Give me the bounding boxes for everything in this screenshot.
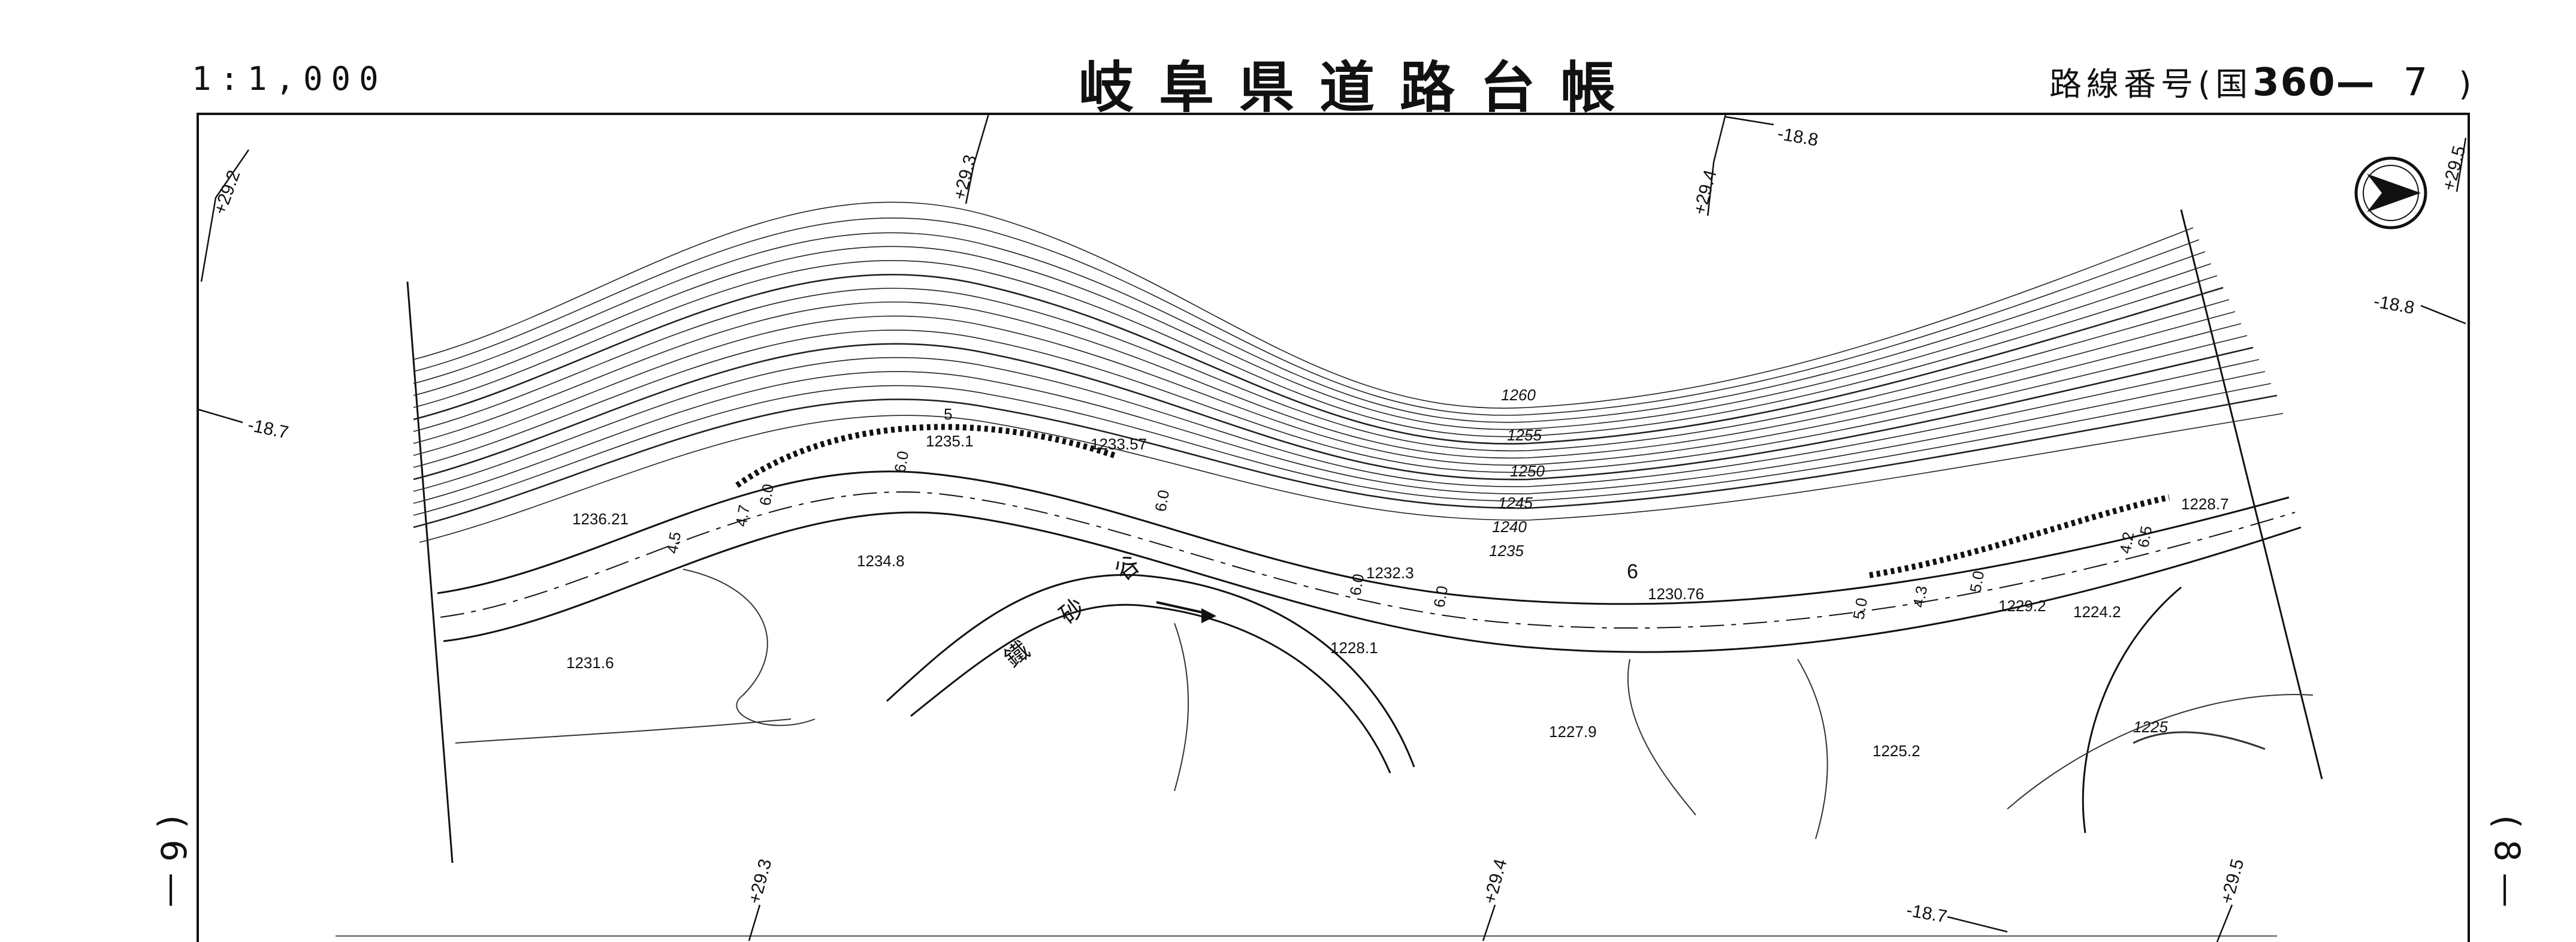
spot-height-1: 1236.21 bbox=[572, 510, 629, 528]
dimension-4: 6.0 bbox=[890, 449, 912, 474]
stream-bank-3 bbox=[2082, 586, 2182, 834]
map-scale: 1:1,000 bbox=[192, 60, 387, 98]
retaining-wall-2 bbox=[1869, 494, 2170, 578]
dimension-6: 6.0 bbox=[1346, 572, 1367, 597]
north-arrow-icon bbox=[2354, 156, 2427, 230]
dirt-track bbox=[455, 718, 792, 744]
dimension-13: 5 bbox=[944, 405, 952, 423]
station-label-bottom-1: +29.3 bbox=[745, 857, 776, 906]
dimension-1: 4.7 bbox=[732, 503, 753, 528]
contour-label-1235: 1235 bbox=[1489, 542, 1524, 560]
station-line-292 bbox=[200, 149, 250, 282]
station-label-top-2: +29.3 bbox=[950, 153, 981, 202]
spot-height-12: 1224.2 bbox=[2073, 603, 2121, 621]
adjacent-sheet-right: ( 8 — bbox=[2487, 815, 2527, 908]
station-lines bbox=[197, 113, 2467, 942]
station-label-bottom-3: +29.5 bbox=[2217, 857, 2248, 906]
dimension-9: 4.3 bbox=[1909, 584, 1931, 609]
dimension-8: 5.0 bbox=[1849, 596, 1871, 621]
road-centerline bbox=[440, 491, 2296, 629]
dimension-7: 6.0 bbox=[1430, 584, 1451, 609]
offset-label-2: -18.8 bbox=[1776, 123, 1820, 150]
spot-heights: 1236.21 1235.1 1233.57 1234.8 1231.6 123… bbox=[566, 432, 2229, 760]
offset-line-187b bbox=[1947, 916, 2008, 933]
dimension-11: 4.2 bbox=[2116, 530, 2137, 555]
contour-label-1225: 1225 bbox=[2133, 718, 2168, 736]
dimension-2: 6.0 bbox=[756, 482, 777, 507]
spot-height-4: 1234.8 bbox=[857, 552, 905, 570]
dimension-3: 4.5 bbox=[663, 530, 684, 555]
offset-line-188a bbox=[1725, 116, 1774, 126]
spot-height-7: 1230.76 bbox=[1648, 585, 1704, 603]
terrain-line-1 bbox=[682, 569, 816, 726]
station-label-top-3: +29.4 bbox=[1690, 168, 1721, 217]
map-edge-right bbox=[2180, 209, 2323, 780]
spot-height-6: 1232.3 bbox=[1366, 564, 1414, 582]
contour-lines bbox=[413, 201, 2284, 543]
contour-label-1245: 1245 bbox=[1498, 494, 1533, 512]
sheet-header: 1:1,000 岐阜県道路台帳 路線番号(国360— 7) bbox=[0, 0, 2576, 120]
route-number-value: 360— bbox=[2252, 61, 2376, 105]
contour-1225-line bbox=[2133, 731, 2266, 750]
spot-height-13: 1228.7 bbox=[2181, 495, 2229, 513]
stream bbox=[886, 573, 2182, 834]
sheet-title: 岐阜県道路台帳 bbox=[1079, 56, 1641, 120]
station-line-293 bbox=[965, 113, 990, 204]
spot-height-3: 1233.57 bbox=[1091, 435, 1147, 453]
station-label-bottom-2: +29.4 bbox=[1480, 857, 1511, 906]
offset-line-187a bbox=[197, 408, 243, 424]
station-label-top-1: +29.2 bbox=[210, 168, 244, 218]
route-suffix: ) bbox=[2459, 65, 2477, 103]
flow-arrowhead bbox=[1201, 608, 1216, 623]
spot-height-10: 1225.2 bbox=[1873, 742, 1920, 760]
terrain-line-4 bbox=[1797, 659, 1828, 840]
spot-height-8: 1228.1 bbox=[1330, 639, 1378, 657]
road-edge-lower bbox=[443, 511, 2302, 653]
retaining-wall-1 bbox=[735, 424, 1116, 488]
route-section: 7 bbox=[2403, 61, 2433, 105]
spot-height-9: 1227.9 bbox=[1549, 723, 1597, 741]
contour-label-1240: 1240 bbox=[1492, 518, 1527, 536]
offset-label-1: -18.7 bbox=[246, 415, 291, 443]
contour-label-1255: 1255 bbox=[1507, 426, 1542, 444]
terrain-line-5 bbox=[2007, 694, 2314, 810]
route-prefix: 路線番号(国 bbox=[2049, 65, 2253, 103]
station-label-top-4: +29.5 bbox=[2439, 144, 2470, 193]
offset-label-3: -18.8 bbox=[2372, 291, 2416, 318]
dimension-10: 5.0 bbox=[1966, 569, 1988, 594]
sheet-frame bbox=[197, 113, 2470, 942]
map-edge-left bbox=[406, 281, 454, 864]
adjacent-sheet-left: ( 6 — bbox=[153, 815, 194, 908]
station-line-293b bbox=[748, 904, 761, 941]
dimension-12: 6.5 bbox=[2134, 524, 2155, 549]
terrain-line-3 bbox=[1627, 659, 1696, 816]
station-line-295b bbox=[2216, 904, 2233, 942]
spot-height-5: 1231.6 bbox=[566, 654, 614, 672]
terrain-line-2 bbox=[1174, 623, 1189, 792]
station-line-294b bbox=[1482, 904, 1496, 941]
road-edge-upper bbox=[437, 470, 2290, 605]
dimension-5: 6.0 bbox=[1151, 488, 1173, 513]
stream-bank-1 bbox=[886, 573, 1415, 768]
ground-features bbox=[455, 569, 2314, 840]
road bbox=[437, 470, 2302, 653]
spot-height-11: 1229.2 bbox=[1998, 597, 2046, 615]
offset-label-4: -18.7 bbox=[1905, 900, 1949, 926]
contour-label-1250: 1250 bbox=[1510, 462, 1545, 480]
station-line-295 bbox=[2456, 137, 2467, 192]
station-line-294 bbox=[1707, 113, 1727, 216]
stream-bank-2 bbox=[910, 603, 1391, 774]
dimension-labels: 4.7 6.0 4.5 6.0 6.0 6.0 6.0 5.0 4.3 5.0 … bbox=[663, 405, 2155, 621]
contour-label-1260: 1260 bbox=[1501, 386, 1536, 404]
route-number: 路線番号(国360— 7) bbox=[2049, 58, 2476, 105]
dimension-14: 6 bbox=[1627, 560, 1638, 583]
spot-height-2: 1235.1 bbox=[926, 432, 974, 450]
offset-line-188b bbox=[2420, 304, 2466, 325]
